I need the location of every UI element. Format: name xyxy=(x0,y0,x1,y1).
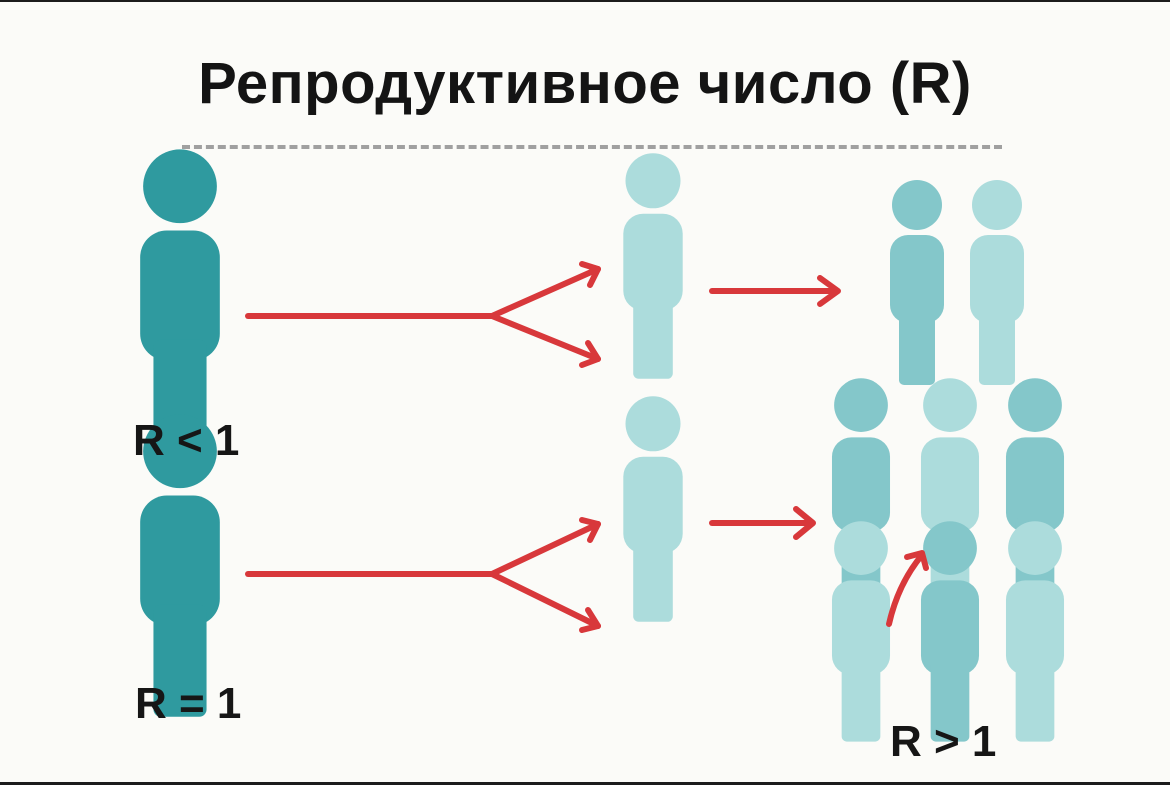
person-icon-result-r-less-2 xyxy=(970,180,1024,385)
page-title: Репродуктивное число (R) xyxy=(198,51,972,116)
curved-arrow-icon xyxy=(886,550,929,627)
r-greater-label: R > 1 xyxy=(890,717,997,766)
person-icon-cluster-5 xyxy=(920,521,980,742)
person-icon-cluster-6 xyxy=(1005,521,1065,742)
person-icon-source-r-less xyxy=(140,149,220,452)
split-arrow-icon-r-equal xyxy=(245,517,601,633)
person-icon-intermediate-r-equal xyxy=(623,396,683,622)
person-icon-cluster-4 xyxy=(831,521,891,742)
arrow-icon-r-less xyxy=(709,275,841,307)
arrow-icon-r-greater xyxy=(709,506,816,540)
r-equal-label: R = 1 xyxy=(135,679,242,728)
person-icon-intermediate-r-less xyxy=(623,153,683,379)
r-less-label: R < 1 xyxy=(133,416,240,465)
title-divider xyxy=(182,145,1002,149)
split-arrow-icon-r-less xyxy=(245,261,601,368)
person-icon-result-r-less-1 xyxy=(890,180,944,385)
